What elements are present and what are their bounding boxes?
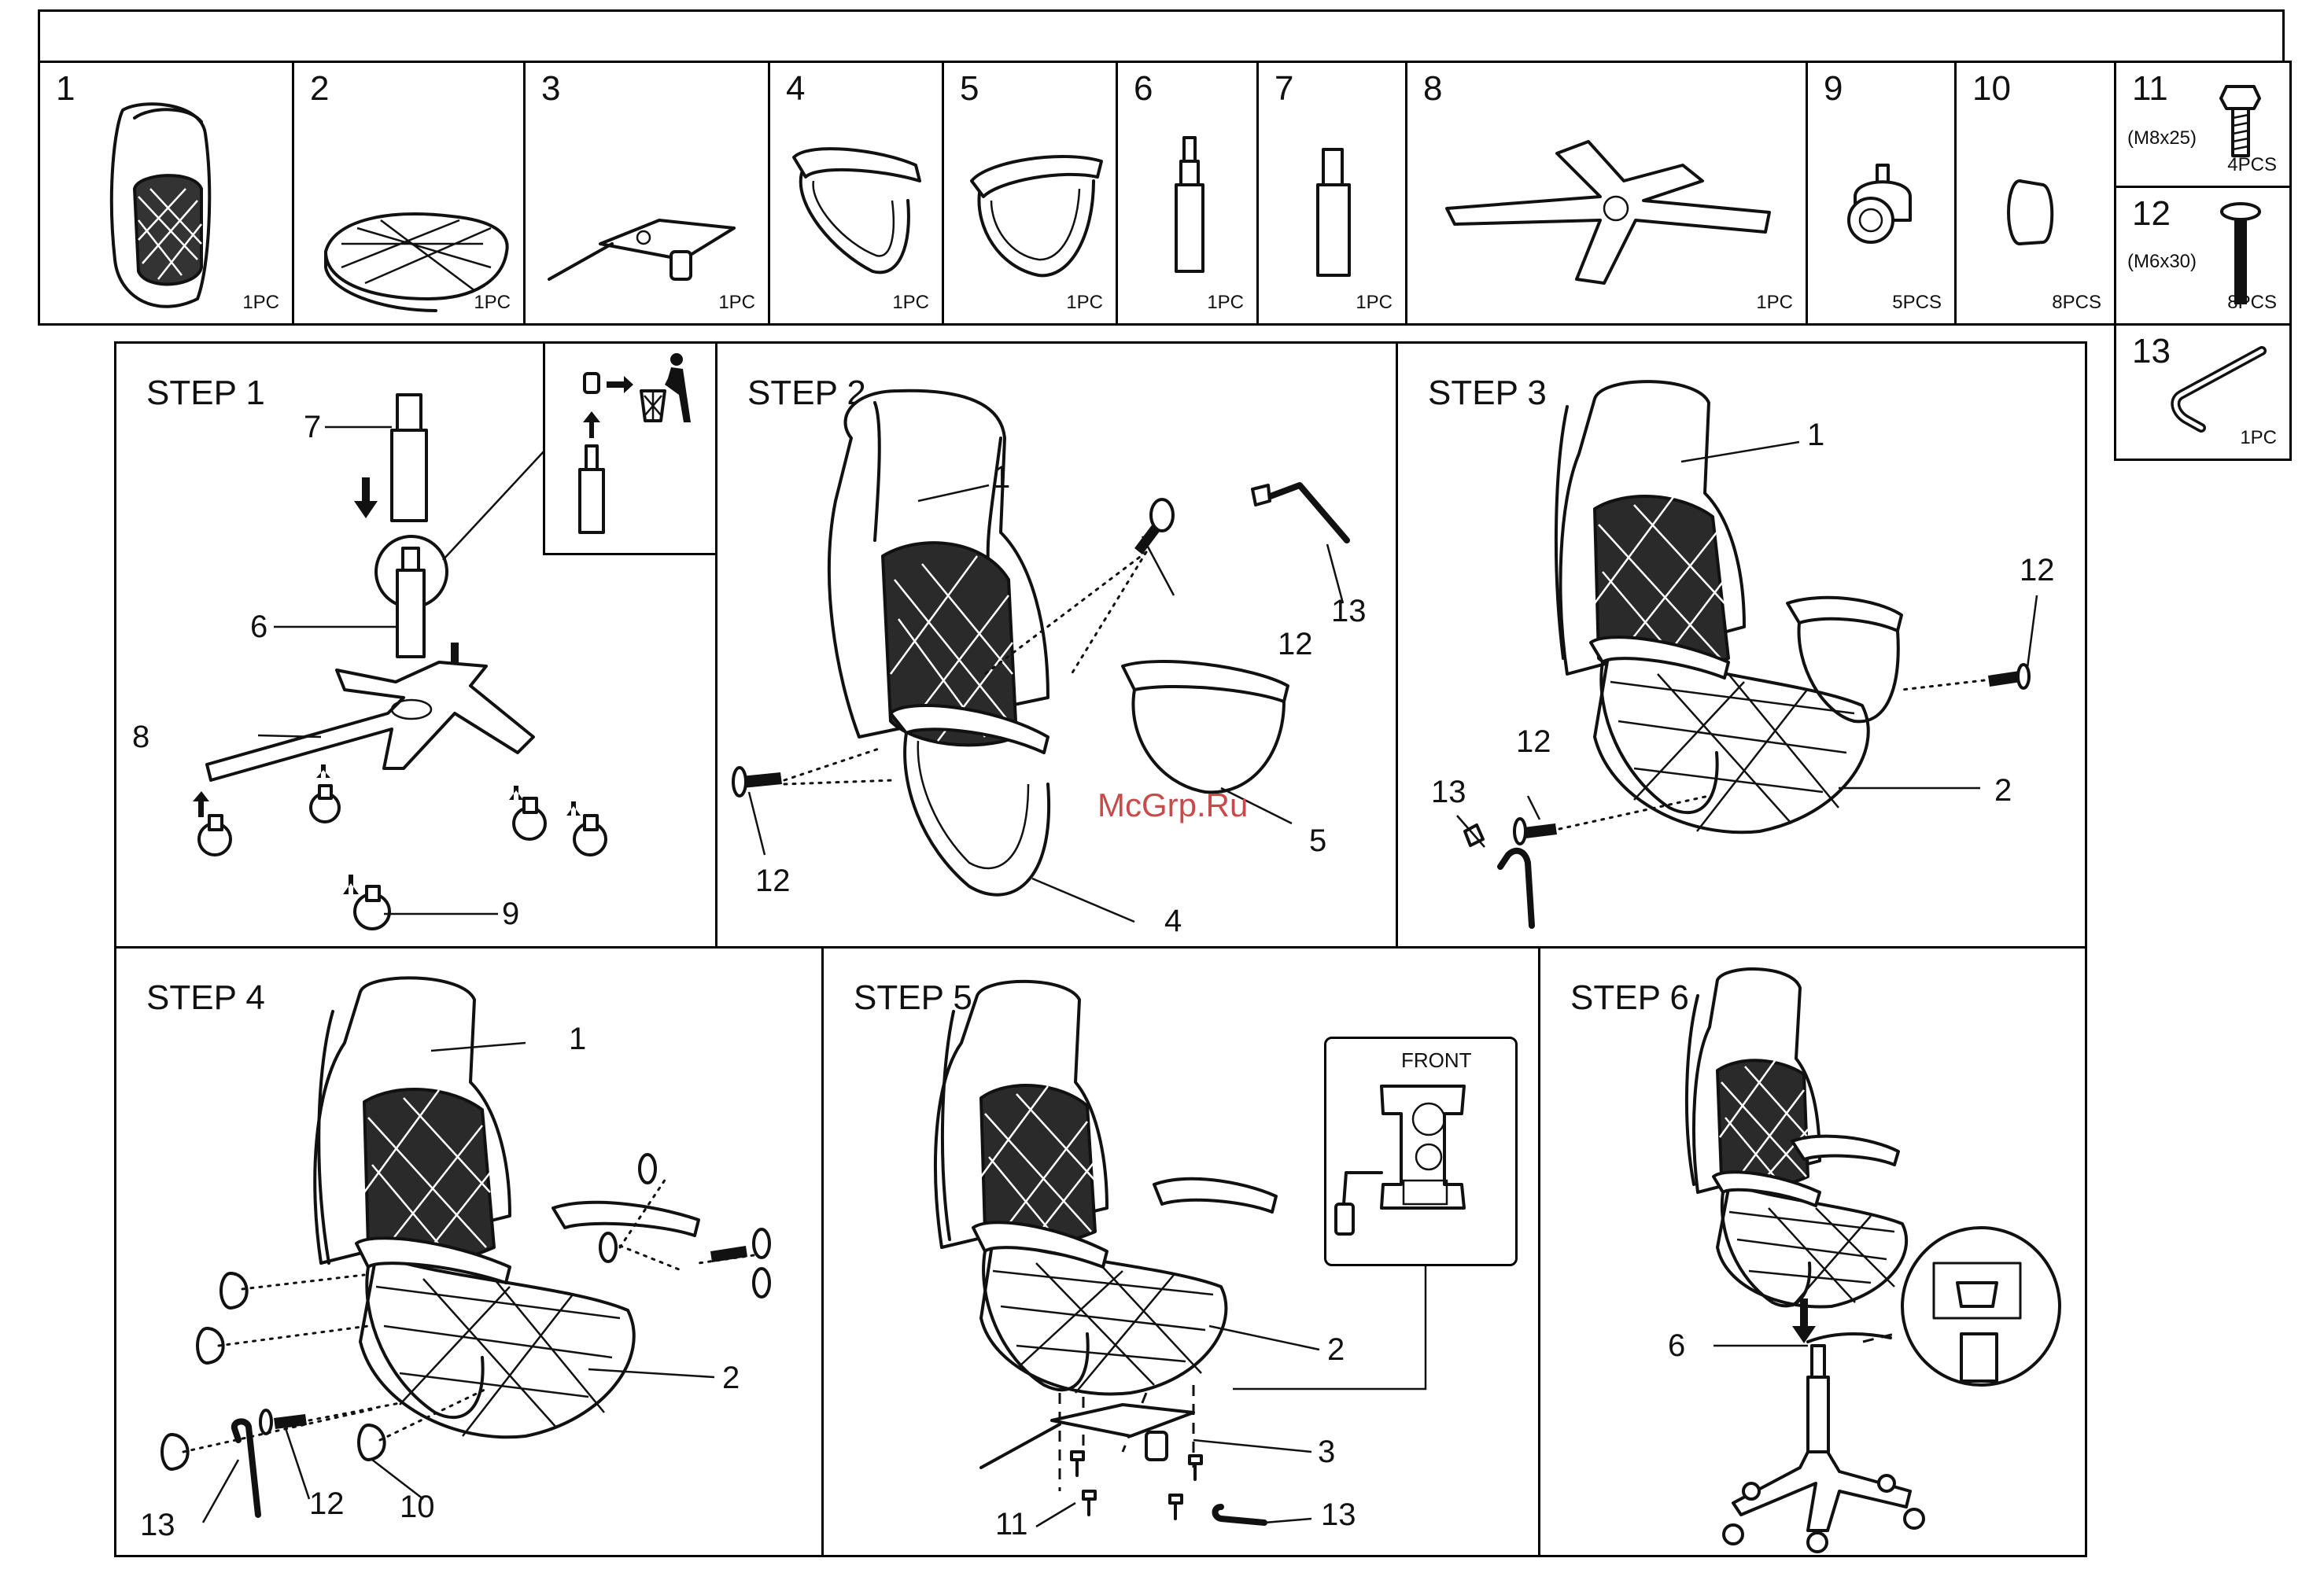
callout-12: 12 xyxy=(1516,726,1551,757)
five-star-base-icon xyxy=(1407,63,1810,328)
part-cell-8: 8 1PC xyxy=(1405,61,1808,326)
bolt-icon xyxy=(1072,1452,1201,1519)
step6-illustration xyxy=(1540,949,2090,1560)
caster-wheel-icon xyxy=(1808,63,1959,328)
gas-lift-icon xyxy=(1118,63,1261,328)
part-qty: 1PC xyxy=(892,292,929,314)
callout-7: 7 xyxy=(304,411,321,443)
seat-mechanism-plate-icon xyxy=(526,63,773,328)
step6-panel: STEP 6 6 xyxy=(1538,946,2087,1557)
callout-6: 6 xyxy=(1668,1330,1685,1361)
part-qty: 1PC xyxy=(1756,292,1793,314)
callout-8: 8 xyxy=(132,721,149,753)
part-qty: 4PCS xyxy=(2227,154,2277,176)
callout-6: 6 xyxy=(250,611,267,643)
watermark: McGrp.Ru xyxy=(1097,786,1248,824)
callout-12: 12 xyxy=(2020,554,2055,586)
callout-12: 12 xyxy=(755,865,791,897)
part-cell-11: 11 (M8x25) 4PCS xyxy=(2114,61,2292,188)
step4-panel: STEP 4 1 2 1 xyxy=(114,946,824,1557)
part-qty: 1PC xyxy=(1356,292,1393,314)
part-cell-2: 2 1PC xyxy=(292,61,526,326)
part-cell-10: 10 8PCS xyxy=(1954,61,2116,326)
front-orientation-inset: FRONT xyxy=(1324,1037,1518,1266)
right-armrest-icon xyxy=(944,63,1120,328)
cover-cap-icon xyxy=(1957,63,2119,328)
up-arrow-icon xyxy=(583,411,600,438)
part-qty: 1PC xyxy=(474,292,511,314)
part-qty: 1PC xyxy=(718,292,755,314)
part-qty: 8PCS xyxy=(2227,292,2277,314)
step3-panel: STEP 3 1 12 12 13 2 xyxy=(1396,341,2087,949)
part-qty: 1PC xyxy=(242,292,279,314)
callout-3: 3 xyxy=(1318,1436,1335,1468)
part-cell-1: 1 1PC xyxy=(38,61,294,326)
gas-lift-cover-icon xyxy=(1259,63,1410,328)
part-cell-12: 12 (M6x30) 8PCS xyxy=(2114,186,2292,326)
seat-cushion-icon xyxy=(294,63,528,328)
part-qty: 1PC xyxy=(1207,292,1244,314)
callout-13: 13 xyxy=(1331,595,1367,627)
callout-2: 2 xyxy=(1327,1334,1345,1365)
part-qty: 1PC xyxy=(2240,427,2277,449)
part-cell-6: 6 1PC xyxy=(1116,61,1259,326)
part-cell-3: 3 1PC xyxy=(523,61,770,326)
part-qty: 8PCS xyxy=(2052,292,2101,314)
step2-panel: STEP 2 1 12 13 12 5 4 xyxy=(715,341,1398,949)
right-arrow-icon xyxy=(607,376,633,393)
left-armrest-icon xyxy=(770,63,946,328)
step4-illustration xyxy=(116,949,826,1560)
part-cell-13: 13 1PC xyxy=(2114,323,2292,461)
header-strip xyxy=(38,9,2285,63)
caster-wheel-icon xyxy=(193,764,606,929)
callout-11: 11 xyxy=(995,1508,1028,1540)
backrest-icon xyxy=(40,63,297,328)
callout-2: 2 xyxy=(722,1362,740,1394)
mechanism-top-view-icon xyxy=(1326,1039,1520,1269)
callout-1: 1 xyxy=(1807,419,1824,451)
part-qty: 1PC xyxy=(1066,292,1103,314)
part-cell-9: 9 5PCS xyxy=(1806,61,1957,326)
callout-13: 13 xyxy=(1431,776,1466,808)
callout-12: 12 xyxy=(309,1488,345,1519)
part-cell-5: 5 1PC xyxy=(942,61,1118,326)
part-cell-4: 4 1PC xyxy=(768,61,944,326)
callout-2: 2 xyxy=(1994,775,2012,806)
down-arrow-icon xyxy=(354,477,378,518)
step3-illustration xyxy=(1398,344,2090,951)
callout-4: 4 xyxy=(1164,905,1182,937)
callout-1: 1 xyxy=(993,462,1010,493)
callout-1: 1 xyxy=(569,1023,586,1055)
callout-10: 10 xyxy=(400,1491,435,1523)
callout-13: 13 xyxy=(140,1509,175,1541)
callout-13: 13 xyxy=(1321,1499,1356,1531)
callout-9: 9 xyxy=(502,898,519,930)
discard-cap-inset xyxy=(543,341,717,555)
callout-5: 5 xyxy=(1309,825,1326,856)
trash-icon xyxy=(545,344,720,558)
part-cell-7: 7 1PC xyxy=(1256,61,1407,326)
part-qty: 5PCS xyxy=(1892,292,1942,314)
callout-12: 12 xyxy=(1278,628,1313,660)
